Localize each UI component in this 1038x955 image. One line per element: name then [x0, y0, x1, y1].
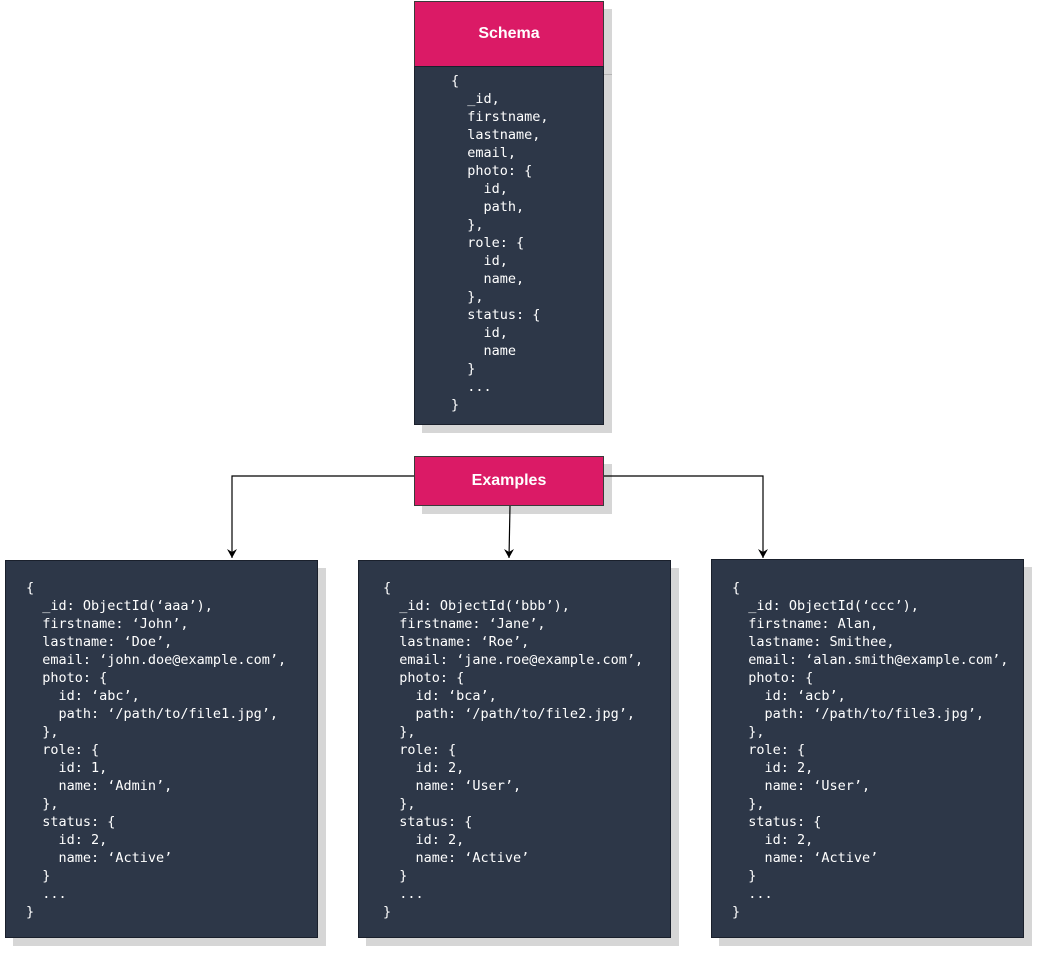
example-card-3: { _id: ObjectId(‘ccc’), firstname: Alan,… [711, 559, 1024, 938]
connector-right [604, 475, 768, 558]
schema-card: { _id, firstname, lastname, email, photo… [414, 66, 604, 425]
example-card-1: { _id: ObjectId(‘aaa’), firstname: ‘John… [5, 560, 318, 938]
examples-title: Examples [471, 472, 547, 489]
schema-header: Schema [414, 1, 604, 67]
examples-header: Examples [414, 456, 604, 506]
schema-title: Schema [478, 25, 540, 42]
connector-middle [504, 505, 514, 559]
example-code-1: { _id: ObjectId(‘aaa’), firstname: ‘John… [26, 580, 287, 920]
example-code-3: { _id: ObjectId(‘ccc’), firstname: Alan,… [732, 580, 1009, 920]
example-card-2: { _id: ObjectId(‘bbb’), firstname: ‘Jane… [358, 560, 671, 938]
schema-code: { _id, firstname, lastname, email, photo… [451, 73, 549, 413]
example-code-2: { _id: ObjectId(‘bbb’), firstname: ‘Jane… [383, 580, 644, 920]
connector-left [227, 475, 414, 558]
